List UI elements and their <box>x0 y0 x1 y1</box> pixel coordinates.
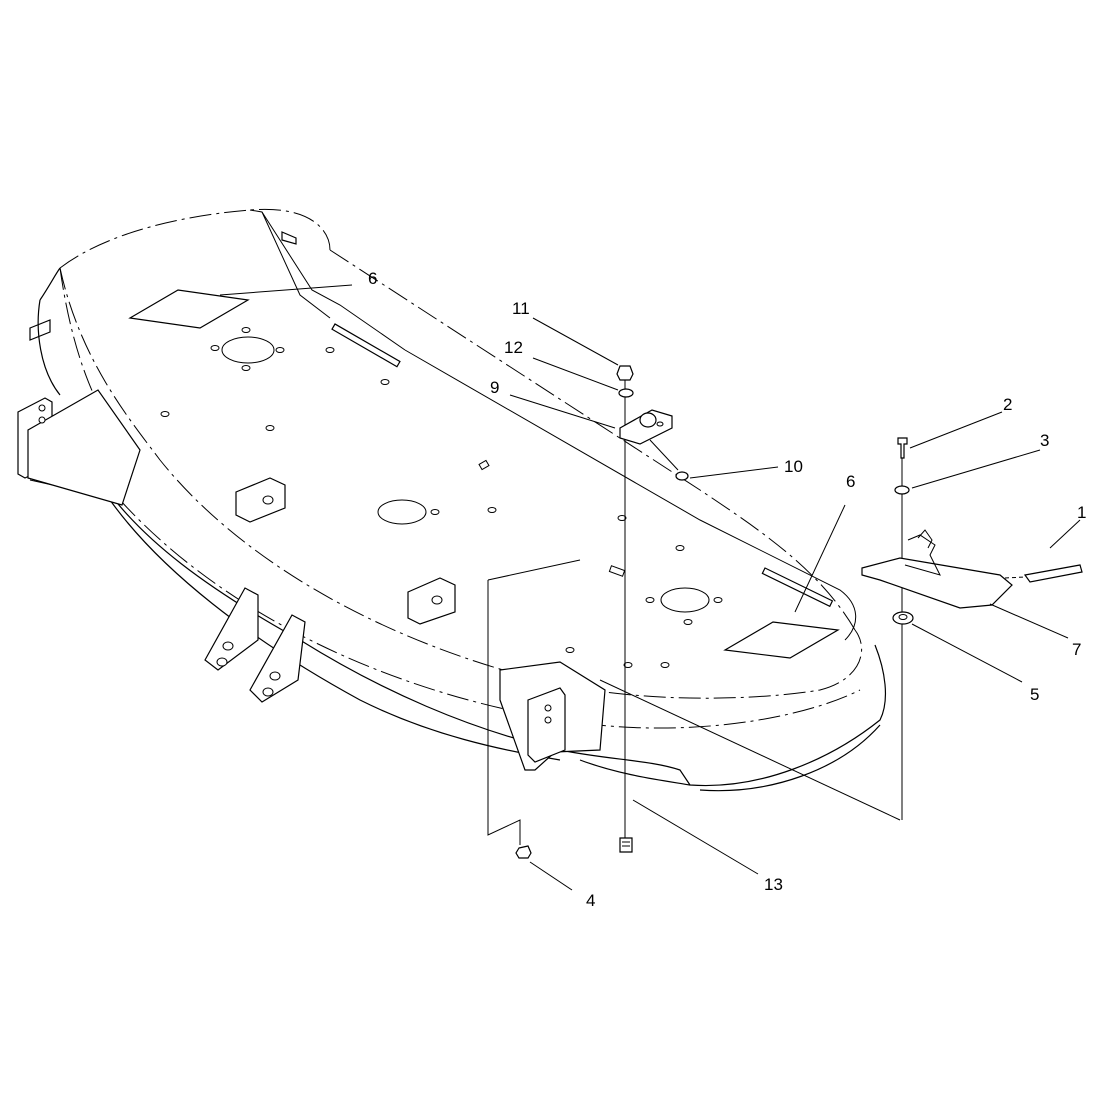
bolt-2 <box>897 437 908 459</box>
ring-10 <box>675 471 689 481</box>
callout-13: 13 <box>764 875 783 894</box>
leader-lines <box>219 284 1081 891</box>
decal-front <box>723 621 840 659</box>
callout-2: 2 <box>1003 395 1012 414</box>
callout-6-rear: 6 <box>368 269 377 288</box>
skid-assembly <box>861 437 1083 820</box>
baffle-strip-front <box>761 567 834 608</box>
baffle-strip <box>331 323 401 368</box>
front-hitch-brackets <box>204 587 306 703</box>
spindle-holes <box>160 327 723 668</box>
callout-1: 1 <box>1077 503 1086 522</box>
callout-labels: 6 11 12 9 10 2 3 1 6 7 5 13 4 <box>368 269 1086 910</box>
callout-11: 11 <box>512 299 530 318</box>
callout-12: 12 <box>504 338 523 357</box>
callout-4: 4 <box>586 891 595 910</box>
left-hitch-bracket <box>17 319 141 506</box>
callout-9: 9 <box>490 378 499 397</box>
callout-5: 5 <box>1030 685 1039 704</box>
skid-7 <box>861 557 1013 609</box>
bolt-13 <box>619 837 633 853</box>
washer-3 <box>894 485 910 495</box>
decal-rear <box>128 289 250 329</box>
callout-10: 10 <box>784 457 803 476</box>
washer-12 <box>618 388 634 398</box>
center-front-bracket <box>499 661 606 771</box>
roller-1 <box>1023 564 1083 583</box>
callout-6-front: 6 <box>846 472 855 491</box>
nut-4 <box>515 845 532 859</box>
anti-scalp-hardware <box>515 365 689 859</box>
callout-7: 7 <box>1072 640 1081 659</box>
callout-3: 3 <box>1040 431 1049 450</box>
nut-11 <box>616 365 634 381</box>
deck-bracket-left <box>235 477 286 523</box>
deck-bracket-right <box>407 577 456 625</box>
